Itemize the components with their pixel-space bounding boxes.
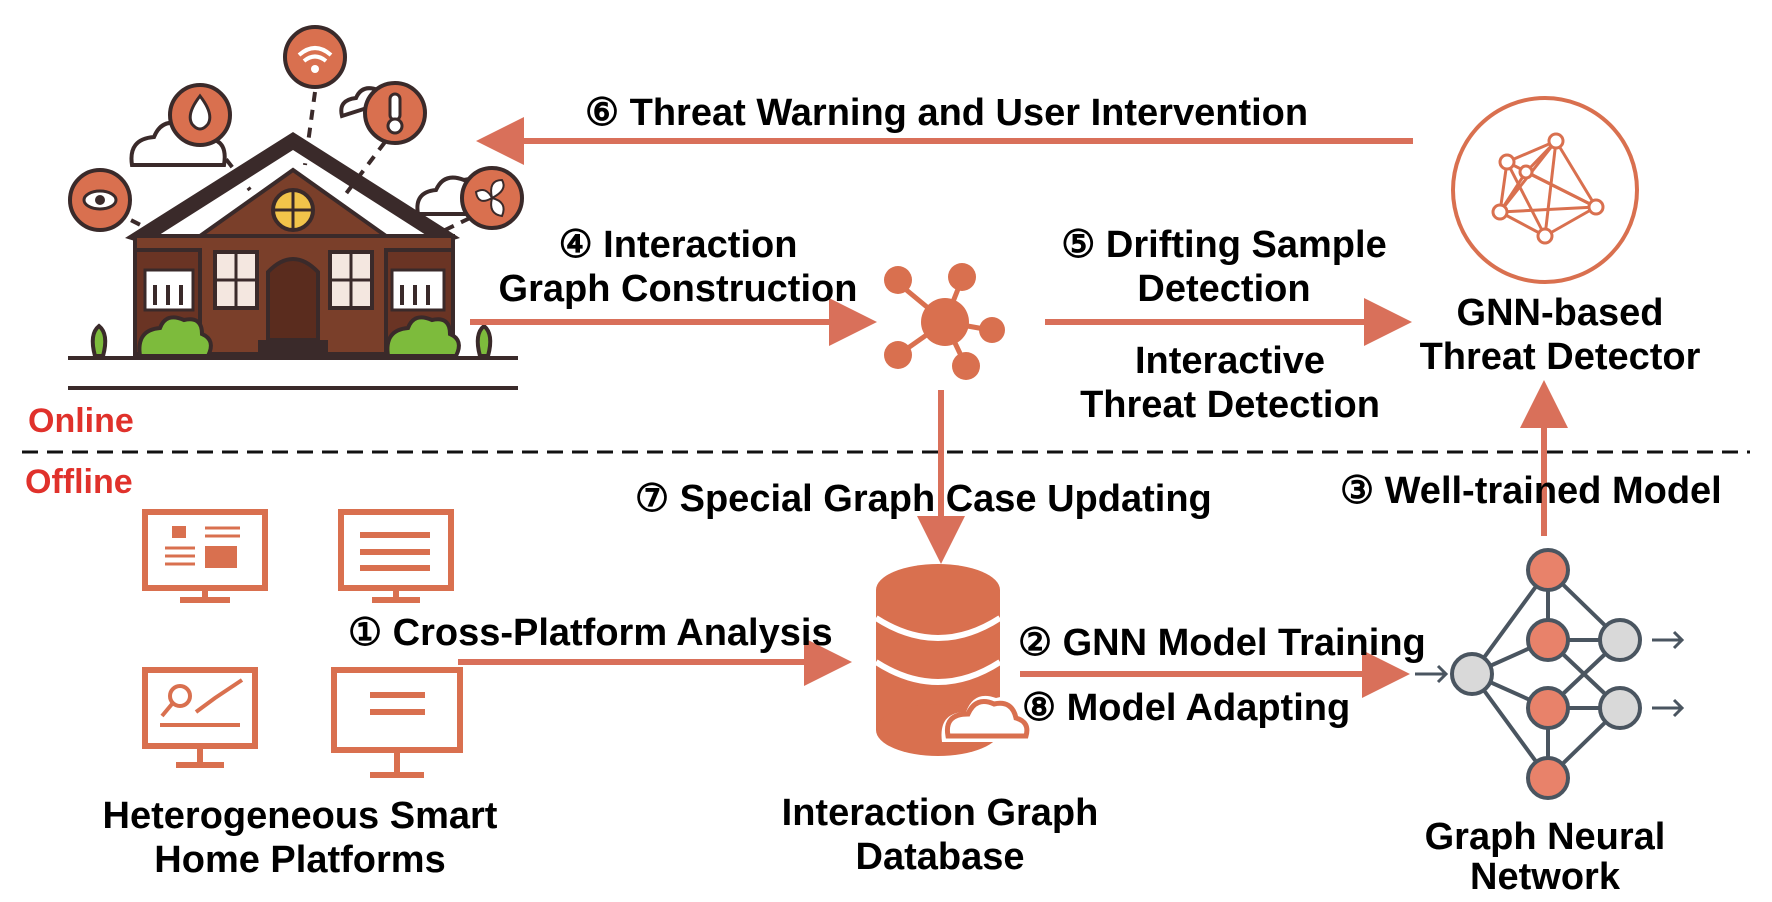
database-label: Interaction Graph Database — [760, 792, 1120, 879]
platforms-label: Heterogeneous Smart Home Platforms — [80, 795, 520, 882]
offline-label: Offline — [25, 463, 133, 501]
step5-line2: Detection — [1137, 267, 1311, 310]
monitor-icon — [331, 667, 463, 778]
gnn-label: Graph Neural Network — [1390, 816, 1700, 898]
detector-label: GNN-based Threat Detector — [1410, 292, 1710, 379]
detector-line2: Threat Detector — [1419, 335, 1701, 378]
monitor-icon — [142, 509, 268, 603]
database-line2: Database — [855, 835, 1025, 878]
step4-line2: Graph Construction — [498, 267, 858, 310]
house-icon — [68, 86, 518, 390]
step4-line1: ④ Interaction — [558, 224, 798, 266]
monitor-icon — [142, 667, 258, 768]
platforms-line2: Home Platforms — [154, 838, 446, 881]
thermometer-icon — [363, 81, 427, 145]
interactive-detection-label: Interactive Threat Detection — [1060, 340, 1400, 427]
online-label: Online — [28, 402, 134, 440]
step6-label: ⑥ Threat Warning and User Intervention — [585, 92, 1309, 134]
neural-network-icon — [1415, 548, 1685, 800]
gnn-line1: Graph Neural — [1424, 816, 1666, 858]
water-drop-icon — [168, 83, 232, 147]
step2-label: ② GNN Model Training — [1018, 622, 1426, 664]
platforms-line1: Heterogeneous Smart — [102, 795, 498, 837]
monitor-icon — [338, 509, 454, 603]
step5-line1: ⑤ Drifting Sample — [1061, 224, 1387, 266]
fan-icon — [460, 166, 524, 230]
step1-label: ① Cross-Platform Analysis — [348, 612, 833, 654]
step4-label: ④ Interaction Graph Construction — [488, 224, 868, 311]
step3-label: ③ Well-trained Model — [1340, 470, 1722, 512]
wifi-icon — [283, 25, 347, 89]
eye-icon — [68, 168, 132, 232]
step5-label: ⑤ Drifting Sample Detection — [1040, 224, 1408, 311]
interactive-line1: Interactive — [1134, 340, 1326, 382]
database-icon — [874, 564, 1036, 756]
graph-hub-icon — [884, 263, 1005, 380]
step8-label: ⑧ Model Adapting — [1022, 687, 1351, 729]
network-circle-icon — [1451, 96, 1639, 284]
step7-label: ⑦ Special Graph Case Updating — [635, 478, 1212, 520]
detector-line1: GNN-based — [1456, 292, 1664, 334]
interactive-line2: Threat Detection — [1080, 383, 1380, 426]
database-line1: Interaction Graph — [781, 792, 1099, 834]
gnn-line2: Network — [1470, 855, 1620, 898]
